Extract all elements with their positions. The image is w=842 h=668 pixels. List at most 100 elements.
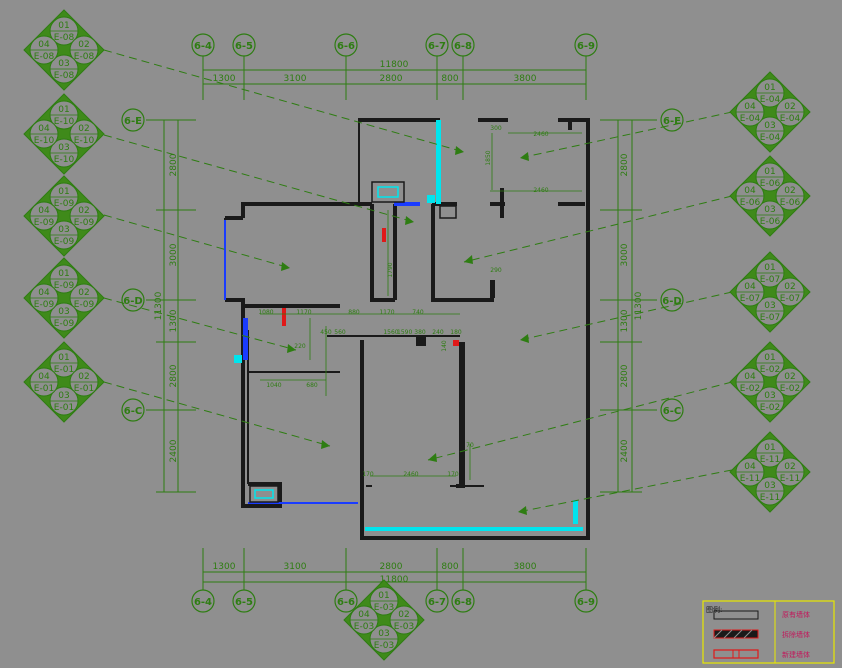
tag-code: E-03	[354, 622, 374, 632]
svg-text:6-4: 6-4	[194, 597, 212, 608]
axis-bubble: 6-5	[232, 589, 256, 613]
svg-text:6-8: 6-8	[454, 597, 472, 608]
tag-number: 02	[78, 372, 89, 382]
tag-number: 01	[378, 591, 389, 601]
tag-number: 04	[38, 372, 50, 382]
svg-text:6-5: 6-5	[235, 597, 253, 608]
axis-bubbles-left: 6-E 6-D 6-C	[121, 108, 145, 422]
svg-text:6-C: 6-C	[124, 406, 142, 417]
inner-dim: 1170	[379, 309, 394, 316]
tag-code: E-08	[54, 33, 75, 43]
legend-label-new: 新建墙体	[782, 650, 810, 659]
tag-number: 04	[744, 462, 756, 472]
tag-number: 03	[764, 301, 775, 311]
span-right-4: 2800	[620, 364, 630, 387]
tag-code: E-02	[760, 403, 780, 413]
legend-label-demolish: 拆除墙体	[782, 630, 810, 639]
tag-number: 03	[58, 225, 69, 235]
axis-bubble: 6-7	[425, 33, 449, 57]
axis-bubble: 6-E	[121, 108, 145, 132]
tag-code: E-10	[54, 117, 75, 127]
tag-number: 04	[744, 282, 756, 292]
axis-bubble: 6-8	[451, 33, 475, 57]
inner-dim: 240	[432, 329, 444, 336]
tag-code: E-02	[780, 384, 800, 394]
tag-code: E-08	[54, 71, 75, 81]
svg-text:6-6: 6-6	[337, 597, 355, 608]
span-left-3: 1300	[169, 309, 179, 332]
svg-text:6-9: 6-9	[577, 41, 595, 52]
fixtures	[249, 181, 457, 503]
tag-number: 04	[358, 610, 370, 620]
tag-diamond	[729, 251, 811, 333]
svg-text:6-4: 6-4	[194, 41, 212, 52]
axis-bubble: 6-E	[660, 108, 684, 132]
tag-code: E-07	[760, 313, 780, 323]
svg-text:6-6: 6-6	[337, 41, 355, 52]
tag-code: E-07	[780, 294, 800, 304]
span-right-1: 2800	[620, 153, 630, 176]
tag-number: 04	[38, 288, 50, 298]
span-top-1: 1300	[213, 74, 236, 84]
tag-diamond	[343, 579, 425, 661]
inner-dim: 1590	[397, 329, 412, 336]
tag-number: 01	[764, 353, 775, 363]
tag-number: 04	[38, 206, 50, 216]
tag-code: E-08	[74, 52, 95, 62]
legend: 图例: 原有墙体 拆除墙体 新建墙体	[702, 600, 835, 664]
tag-code: E-10	[54, 155, 75, 165]
inner-dim: 1170	[296, 309, 311, 316]
svg-text:6-E: 6-E	[663, 116, 681, 127]
tag-number: 01	[764, 167, 775, 177]
inner-dim: 880	[348, 309, 360, 316]
tag-code: E-09	[54, 281, 75, 291]
legend-swatch-existing	[713, 610, 759, 620]
tag-number: 01	[58, 21, 69, 31]
tag-number: 02	[784, 282, 795, 292]
tag-number: 02	[784, 372, 795, 382]
tag-number: 02	[78, 206, 89, 216]
svg-text:6-E: 6-E	[124, 116, 142, 127]
tag-code: E-07	[760, 275, 780, 285]
inner-dim: 450	[320, 329, 332, 336]
dimension-lines	[146, 56, 657, 590]
overall-width-top: 11800	[380, 60, 409, 70]
tub-fixture	[371, 181, 405, 203]
tag-number: 02	[78, 124, 89, 134]
tag-number: 04	[38, 40, 50, 50]
inner-dim: 220	[294, 343, 306, 350]
tag-code: E-02	[760, 365, 780, 375]
legend-swatch-new	[713, 649, 759, 659]
span-left-4: 2800	[169, 364, 179, 387]
axis-bubble: 6-D	[121, 288, 145, 312]
inner-dim: 170	[362, 471, 374, 478]
tag-number: 03	[58, 307, 69, 317]
leader-arrows	[281, 146, 529, 515]
svg-text:6-5: 6-5	[235, 41, 253, 52]
svg-text:6-D: 6-D	[662, 296, 681, 307]
span-right-2: 3000	[620, 243, 630, 266]
tag-code: E-09	[34, 300, 55, 310]
tag-code: E-09	[54, 237, 75, 247]
span-top-4: 800	[441, 74, 458, 84]
inner-dim: 2460	[533, 131, 548, 138]
inner-dim: 70	[466, 442, 474, 449]
axis-bubble: 6-7	[425, 589, 449, 613]
svg-text:6-C: 6-C	[663, 406, 681, 417]
tag-number: 02	[78, 288, 89, 298]
axis-bubble: 6-D	[660, 288, 684, 312]
span-bottom-2: 3100	[284, 562, 307, 572]
tag-code: E-09	[74, 300, 95, 310]
axis-bubble: 6-4	[191, 33, 215, 57]
tag-diamond	[23, 93, 105, 175]
axis-bubbles-right: 6-E 6-D 6-C	[660, 108, 684, 422]
wall-markers	[224, 120, 583, 531]
legend-label-existing: 原有墙体	[782, 610, 810, 619]
tag-diamond	[729, 341, 811, 423]
